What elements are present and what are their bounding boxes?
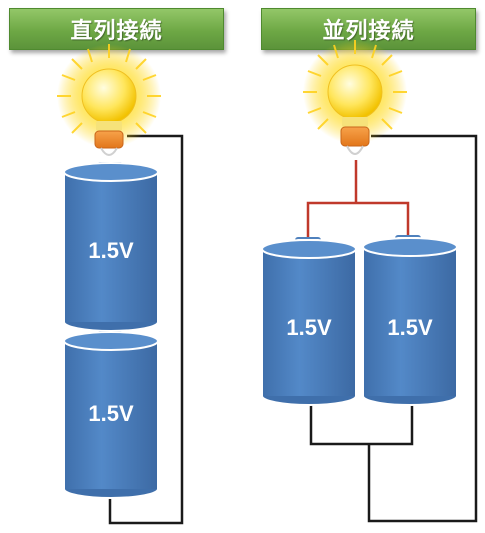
series-battery-1-label: 1.5V [88, 238, 134, 263]
parallel-battery-1-label: 1.5V [286, 315, 332, 340]
series-battery-1: 1.5V [63, 162, 159, 332]
parallel-battery-2-label: 1.5V [387, 315, 433, 340]
parallel-battery-1: 1.5V [261, 237, 357, 406]
series-light-bulb-icon [57, 44, 161, 156]
parallel-circuit: 1.5V 1.5V [261, 40, 478, 523]
series-return-wire [108, 134, 184, 525]
parallel-split-wire [306, 201, 410, 239]
parallel-light-bulb-icon [303, 40, 407, 155]
parallel-bottom-wire-left [309, 402, 414, 446]
parallel-return-wire [367, 134, 478, 523]
series-title-text: 直列接続 [70, 19, 163, 44]
parallel-battery-2: 1.5V [362, 235, 458, 406]
series-battery-2: 1.5V [63, 331, 159, 499]
series-battery-2-label: 1.5V [88, 401, 134, 426]
series-circuit: 1.5V 1.5V [57, 44, 184, 525]
series-title: 直列接続 [9, 8, 224, 50]
parallel-title-text: 並列接続 [322, 19, 415, 44]
